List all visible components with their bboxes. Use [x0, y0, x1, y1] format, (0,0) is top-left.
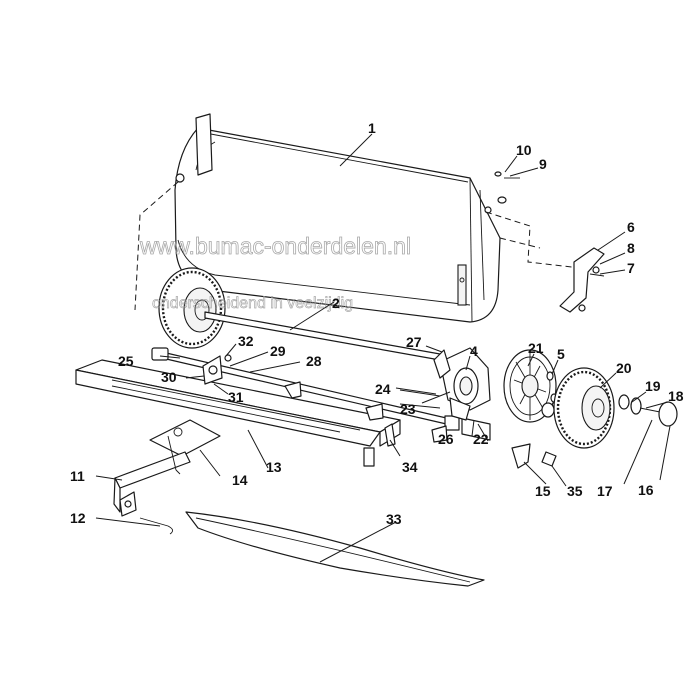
hopper-drum: [174, 113, 501, 323]
part-number-34: 34: [402, 459, 418, 475]
leader-lines: [95, 133, 671, 563]
part-number-13: 13: [266, 459, 282, 475]
part-number-29: 29: [270, 343, 286, 359]
part-number-1: 1: [368, 120, 376, 136]
ratchet-drum: [503, 349, 557, 423]
pawl: [511, 443, 557, 469]
part-number-4: 4: [470, 343, 478, 359]
watermark-slogan: onderscheidend in veelzijdig: [152, 295, 353, 312]
part-number-20: 20: [616, 360, 632, 376]
part-number-26: 26: [438, 431, 454, 447]
assembly-lines: [134, 181, 599, 311]
part-number-12: 12: [70, 510, 86, 526]
part-number-33: 33: [386, 511, 402, 527]
part-number-11: 11: [70, 468, 85, 484]
part-number-2: 2: [332, 295, 340, 311]
brush-clips: [284, 381, 448, 447]
part-number-28: 28: [306, 353, 322, 369]
part-number-8: 8: [627, 240, 635, 256]
part-number-31: 31: [228, 389, 244, 405]
part-number-35: 35: [567, 483, 583, 499]
part-numbers: 1 2 4 5 6 7 8 9 10 11 12 13 14 15 16 17 …: [70, 120, 684, 527]
right-wheel: [553, 367, 615, 449]
part-number-32: 32: [238, 333, 254, 349]
part-number-25: 25: [118, 353, 134, 369]
part-number-22: 22: [473, 431, 489, 447]
brush-strip: [185, 511, 485, 587]
part-number-19: 19: [645, 378, 661, 394]
part-number-14: 14: [232, 472, 248, 488]
bearing-bracket: [202, 354, 232, 385]
gear-hub: [399, 347, 491, 421]
part-number-23: 23: [400, 401, 416, 417]
part-number-10: 10: [516, 142, 532, 158]
part-number-24: 24: [375, 381, 391, 397]
part-number-16: 16: [638, 482, 654, 498]
left-wheel: [158, 267, 226, 349]
part-number-30: 30: [161, 369, 177, 385]
tow-hitch: [113, 419, 221, 535]
part-number-6: 6: [627, 219, 635, 235]
part-number-17: 17: [597, 483, 613, 499]
part-number-9: 9: [539, 156, 547, 172]
part-number-15: 15: [535, 483, 551, 499]
part-number-27: 27: [406, 334, 422, 350]
part-number-5: 5: [557, 346, 565, 362]
part-number-7: 7: [627, 260, 635, 276]
part-number-18: 18: [668, 388, 684, 404]
part-number-21: 21: [528, 340, 544, 356]
watermark-url: www.bumac-onderdelen.nl: [139, 233, 411, 259]
handle-bracket: [494, 171, 605, 313]
